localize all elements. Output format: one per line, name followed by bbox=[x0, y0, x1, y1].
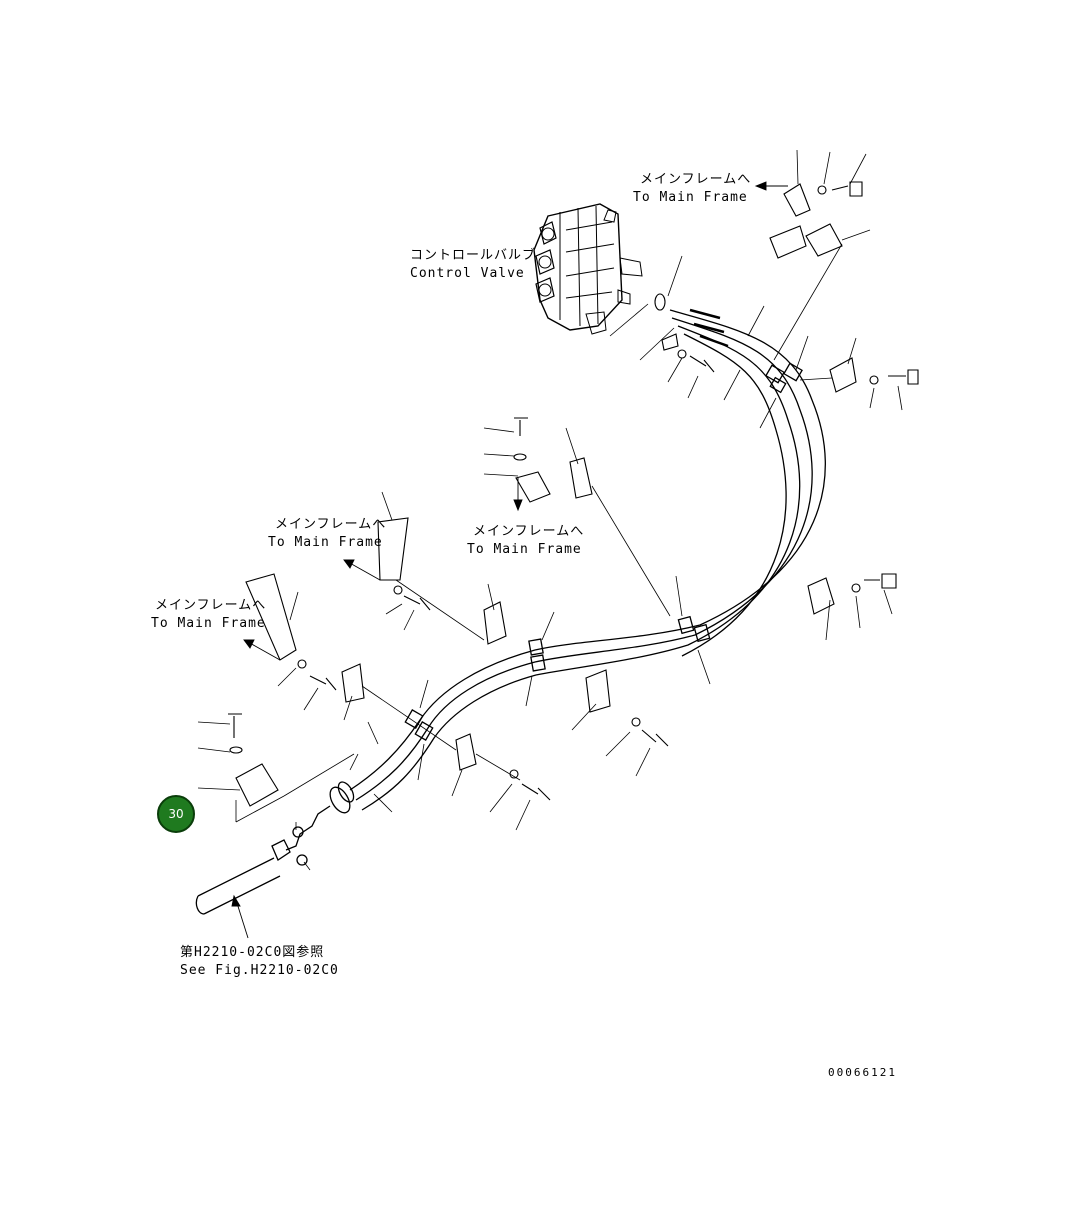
part-callout-30[interactable]: 30 bbox=[157, 795, 195, 833]
main-frame-label-en-2: To Main Frame bbox=[467, 542, 582, 557]
see-figure-label-en: See Fig.H2210-02C0 bbox=[180, 963, 339, 978]
control-valve-label-jp: コントロールバルブ bbox=[410, 248, 537, 263]
part-callout-number: 30 bbox=[168, 807, 184, 821]
main-frame-label-jp-4: メインフレームへ bbox=[155, 598, 267, 613]
main-frame-label-en-1: To Main Frame bbox=[633, 190, 748, 205]
see-figure-label-jp: 第H2210-02C0図参照 bbox=[180, 945, 325, 960]
main-frame-label-en-3: To Main Frame bbox=[268, 535, 383, 550]
hose-bundle bbox=[349, 308, 826, 811]
main-frame-label-jp-2: メインフレームへ bbox=[473, 524, 585, 539]
control-valve-illustration bbox=[533, 203, 643, 335]
bracket-group bbox=[228, 181, 919, 807]
main-frame-label-jp-3: メインフレームへ bbox=[275, 517, 387, 532]
leader-lines bbox=[197, 149, 903, 871]
main-frame-label-en-4: To Main Frame bbox=[151, 616, 266, 631]
drawing-number: 00066121 bbox=[828, 1066, 897, 1079]
direction-arrows[interactable] bbox=[231, 181, 788, 939]
control-valve-label-en: Control Valve bbox=[410, 266, 525, 281]
main-frame-label-jp-1: メインフレームへ bbox=[640, 172, 752, 187]
pipe-connection bbox=[195, 781, 355, 915]
